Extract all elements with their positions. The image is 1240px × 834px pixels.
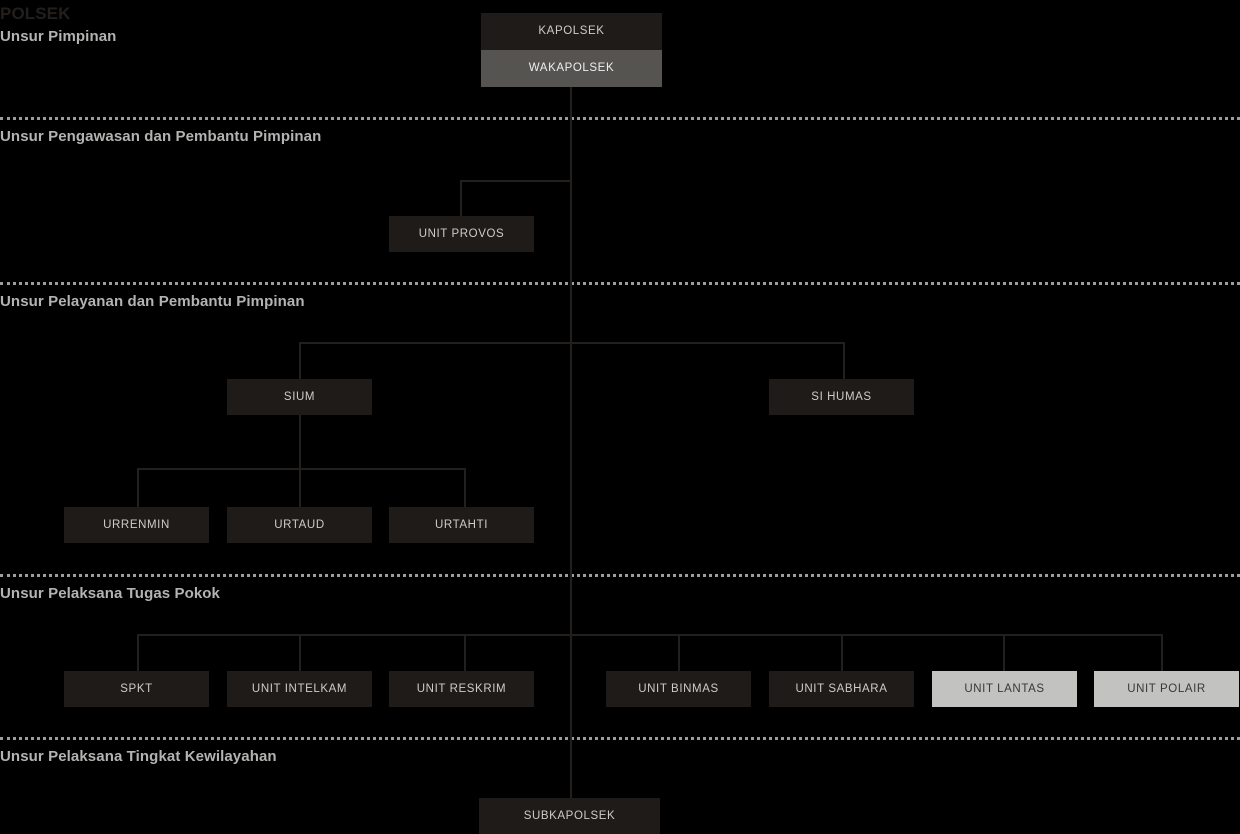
- section-label-unsur-tugas-pokok: Unsur Pelaksana Tugas Pokok: [0, 585, 221, 602]
- connector-urtahti-drop: [464, 468, 466, 508]
- node-unit-lantas[interactable]: UNIT LANTAS: [932, 671, 1077, 707]
- connector-binmas-drop: [678, 634, 680, 672]
- node-unit-provos[interactable]: UNIT PROVOS: [389, 216, 534, 252]
- node-unit-sabhara[interactable]: UNIT SABHARA: [769, 671, 914, 707]
- section-label-unsur-kewilayahan: Unsur Pelaksana Tingkat Kewilayahan: [0, 748, 277, 765]
- connector-provos-vertical: [460, 180, 462, 217]
- section-separator-pelayanan: [0, 282, 1240, 285]
- connector-spine-lower: [570, 642, 572, 798]
- connector-sihumas-drop: [843, 342, 845, 380]
- connector-spkt-drop: [137, 634, 139, 672]
- node-si-humas[interactable]: SI HUMAS: [769, 379, 914, 415]
- connector-lantas-drop: [1003, 634, 1005, 672]
- section-label-unsur-pimpinan: Unsur Pimpinan: [0, 28, 117, 45]
- connector-sium-drop: [299, 342, 301, 380]
- node-wakapolsek[interactable]: WAKAPOLSEK: [481, 50, 662, 87]
- node-subkapolsek[interactable]: SUBKAPOLSEK: [479, 798, 660, 834]
- section-separator-kewilayahan: [0, 737, 1240, 740]
- node-unit-polair[interactable]: UNIT POLAIR: [1094, 671, 1239, 707]
- connector-reskrim-drop: [464, 634, 466, 672]
- connector-sium-stem: [299, 415, 301, 469]
- section-label-unsur-pelayanan: Unsur Pelayanan dan Pembantu Pimpinan: [0, 293, 305, 310]
- connector-intelkam-drop: [299, 634, 301, 672]
- node-unit-intelkam[interactable]: UNIT INTELKAM: [227, 671, 372, 707]
- node-spkt[interactable]: SPKT: [64, 671, 209, 707]
- connector-sabhara-drop: [841, 634, 843, 672]
- connector-tugaspokok-horizontal: [137, 634, 1163, 636]
- page-title: POLSEK: [0, 4, 71, 23]
- connector-polair-drop: [1161, 634, 1163, 672]
- section-separator-tugas-pokok: [0, 574, 1240, 577]
- node-urtahti[interactable]: URTAHTI: [389, 507, 534, 543]
- node-unit-reskrim[interactable]: UNIT RESKRIM: [389, 671, 534, 707]
- node-unit-binmas[interactable]: UNIT BINMAS: [606, 671, 751, 707]
- section-separator-pengawasan: [0, 117, 1240, 120]
- node-kapolsek[interactable]: KAPOLSEK: [481, 13, 662, 50]
- node-urrenmin[interactable]: URRENMIN: [64, 507, 209, 543]
- connector-pelayanan-horizontal: [299, 342, 845, 344]
- connector-urtaud-drop: [299, 468, 301, 508]
- connector-provos-horizontal: [460, 180, 572, 182]
- connector-spine-main: [570, 87, 572, 642]
- connector-ur-horizontal: [137, 468, 466, 470]
- section-label-unsur-pengawasan: Unsur Pengawasan dan Pembantu Pimpinan: [0, 128, 322, 145]
- node-sium[interactable]: SIUM: [227, 379, 372, 415]
- connector-urrenmin-drop: [137, 468, 139, 508]
- node-urtaud[interactable]: URTAUD: [227, 507, 372, 543]
